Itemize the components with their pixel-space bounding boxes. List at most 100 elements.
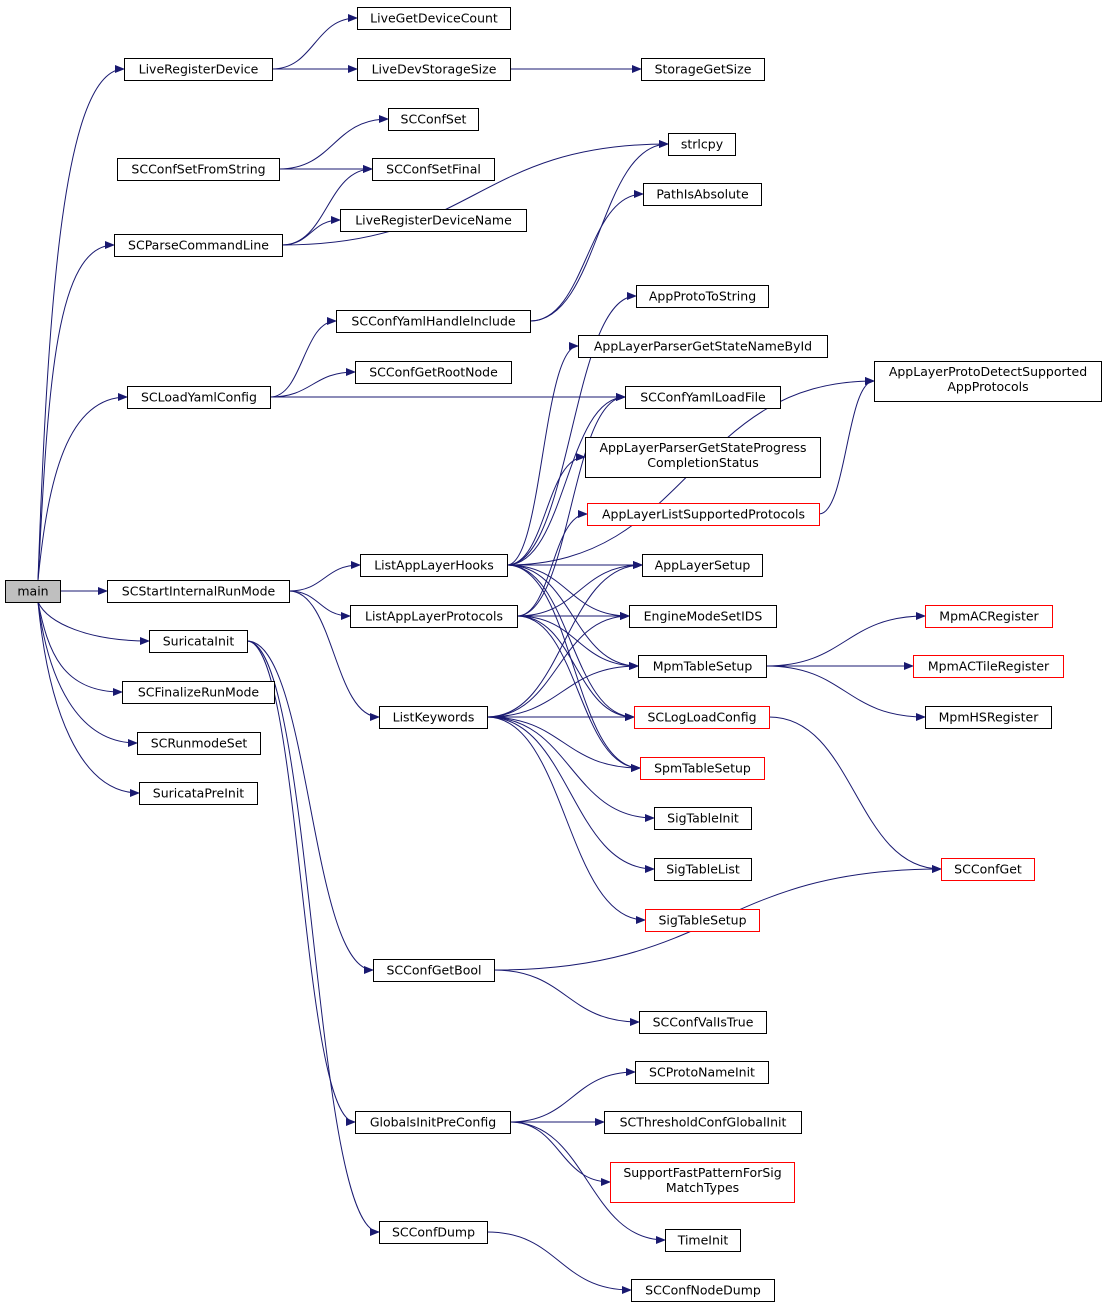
node-box — [127, 386, 271, 409]
node-time-init[interactable]: TimeInit — [665, 1229, 741, 1252]
edge-list_app_layer_hooks-to-scconf_yaml_load_file — [506, 393, 626, 566]
node-scfinalize-run-mode[interactable]: SCFinalizeRunMode — [122, 681, 275, 704]
edge-main-to-live_register_device — [37, 65, 125, 581]
node-scconf-dump[interactable]: SCConfDump — [379, 1221, 488, 1244]
edge-list_app_layer_hooks-to-engine_mode_set_ids — [506, 564, 630, 620]
node-app-layer-parser-get-state-name-by-id[interactable]: AppLayerParserGetStateNameById — [578, 335, 828, 358]
node-scconf-set[interactable]: SCConfSet — [388, 108, 479, 131]
node-scparse-command-line[interactable]: SCParseCommandLine — [114, 234, 283, 257]
node-sclog-load-config[interactable]: SCLogLoadConfig — [634, 706, 770, 729]
edge-scstart_internal_run_mode-to-list_app_layer_hooks — [288, 561, 361, 592]
node-suricata-pre-init[interactable]: SuricataPreInit — [139, 782, 258, 805]
node-list-app-layer-protocols[interactable]: ListAppLayerProtocols — [350, 605, 518, 628]
node-scthreshold-conf-global-init[interactable]: SCThresholdConfGlobalInit — [604, 1111, 802, 1134]
node-app-layer-setup[interactable]: AppLayerSetup — [642, 554, 763, 577]
node-strlcpy[interactable]: strlcpy — [668, 133, 736, 156]
node-label: AppLayerParserGetStateProgress — [599, 440, 806, 455]
node-scconf-node-dump[interactable]: SCConfNodeDump — [631, 1279, 775, 1302]
edge-scload_yaml_config-to-scconf_get_root_node — [269, 368, 356, 398]
node-label: StorageGetSize — [655, 62, 752, 77]
edge-scstart_internal_run_mode-to-list_app_layer_protocols — [288, 590, 351, 620]
node-label: SpmTableSetup — [654, 761, 751, 776]
node-mpm-ac-register[interactable]: MpmACRegister — [925, 605, 1053, 628]
node-label: AppLayerProtoDetectSupported — [889, 364, 1087, 379]
node-label: EngineModeSetIDS — [644, 609, 763, 624]
node-label: SCConfYamlHandleInclude — [351, 314, 515, 329]
node-sig-table-setup[interactable]: SigTableSetup — [645, 909, 760, 932]
node-live-get-device-count[interactable]: LiveGetDeviceCount — [357, 7, 511, 30]
node-label: SCConfGet — [954, 862, 1022, 877]
edge-scload_yaml_config-to-scconf_yaml_handle_include — [269, 317, 337, 398]
node-label: LiveRegisterDeviceName — [355, 213, 512, 228]
node-label: ListAppLayerProtocols — [365, 609, 503, 624]
node-box — [941, 858, 1035, 881]
node-live-register-device-name[interactable]: LiveRegisterDeviceName — [340, 209, 527, 232]
node-app-layer-parser-get-state-progress[interactable]: AppLayerParserGetStateProgressCompletion… — [585, 437, 821, 478]
node-live-register-device[interactable]: LiveRegisterDevice — [124, 58, 273, 81]
node-scconf-get[interactable]: SCConfGet — [941, 858, 1035, 881]
node-box — [639, 1011, 767, 1034]
node-label: strlcpy — [681, 137, 724, 152]
node-label: PathIsAbsolute — [656, 187, 749, 202]
node-scproto-name-init[interactable]: SCProtoNameInit — [635, 1061, 769, 1084]
node-scconf-set-from-string[interactable]: SCConfSetFromString — [117, 158, 280, 181]
node-app-proto-to-string[interactable]: AppProtoToString — [636, 285, 769, 308]
edge-list_app_layer_protocols-to-spm_table_setup — [516, 615, 641, 772]
edge-main-to-suricata_init — [37, 601, 150, 645]
node-label: AppLayerSetup — [655, 558, 751, 573]
node-box — [357, 7, 511, 30]
node-list-app-layer-hooks[interactable]: ListAppLayerHooks — [360, 554, 508, 577]
node-path-is-absolute[interactable]: PathIsAbsolute — [643, 183, 762, 206]
node-label: SCThresholdConfGlobalInit — [620, 1115, 787, 1130]
node-spm-table-setup[interactable]: SpmTableSetup — [640, 757, 765, 780]
node-suricata-init[interactable]: SuricataInit — [149, 630, 248, 653]
node-scconf-get-bool[interactable]: SCConfGetBool — [373, 959, 495, 982]
node-scconf-get-root-node[interactable]: SCConfGetRootNode — [355, 361, 512, 384]
node-scstart-internal-run-mode[interactable]: SCStartInternalRunMode — [107, 580, 290, 603]
node-box — [610, 1162, 795, 1203]
node-scconf-yaml-handle-include[interactable]: SCConfYamlHandleInclude — [336, 310, 531, 333]
node-scconf-set-final[interactable]: SCConfSetFinal — [372, 158, 495, 181]
node-label: SCRunmodeSet — [151, 736, 248, 751]
edge-mpm_table_setup-to-mpm_hs_register — [765, 665, 926, 721]
node-label: TimeInit — [677, 1233, 729, 1248]
node-screnmode-set[interactable]: SCRunmodeSet — [137, 732, 261, 755]
node-label: SCConfDump — [392, 1225, 475, 1240]
edge-list_app_layer_hooks-to-app_layer_parser_get_state_progress — [506, 453, 586, 566]
node-box — [642, 554, 763, 577]
node-mpm-ac-tile-register[interactable]: MpmACTileRegister — [913, 655, 1064, 678]
node-box — [388, 108, 479, 131]
node-sig-table-list[interactable]: SigTableList — [654, 858, 752, 881]
node-sig-table-init[interactable]: SigTableInit — [654, 807, 752, 830]
node-scconf-yaml-load-file[interactable]: SCConfYamlLoadFile — [625, 386, 781, 409]
node-label: AppProtocols — [947, 379, 1028, 394]
node-box — [645, 909, 760, 932]
node-label: MpmHSRegister — [939, 710, 1040, 725]
node-label: AppProtoToString — [649, 289, 756, 304]
node-label: SuricataInit — [163, 634, 235, 649]
node-label: AppLayerListSupportedProtocols — [602, 507, 805, 522]
node-storage-get-size[interactable]: StorageGetSize — [641, 58, 765, 81]
node-live-dev-storage-size[interactable]: LiveDevStorageSize — [357, 58, 511, 81]
node-main[interactable]: main — [5, 580, 61, 603]
node-mpm-table-setup[interactable]: MpmTableSetup — [638, 655, 767, 678]
node-app-layer-list-supported-protocols[interactable]: AppLayerListSupportedProtocols — [587, 503, 820, 526]
node-label: GlobalsInitPreConfig — [370, 1115, 496, 1130]
node-list-keywords[interactable]: ListKeywords — [379, 706, 488, 729]
edge-list_app_layer_protocols-to-app_layer_setup — [516, 561, 643, 617]
edge-layer — [37, 14, 942, 1294]
node-scconf-val-is-true[interactable]: SCConfValIsTrue — [639, 1011, 767, 1034]
node-mpm-hs-register[interactable]: MpmHSRegister — [925, 706, 1052, 729]
node-box — [638, 655, 767, 678]
node-box — [665, 1229, 741, 1252]
node-engine-mode-set-ids[interactable]: EngineModeSetIDS — [629, 605, 777, 628]
node-box — [340, 209, 527, 232]
node-scload-yaml-config[interactable]: SCLoadYamlConfig — [127, 386, 271, 409]
node-globals-init-pre-config[interactable]: GlobalsInitPreConfig — [355, 1111, 511, 1134]
edge-suricata_init-to-scconf_dump — [246, 640, 380, 1236]
edge-list_keywords-to-sig_table_list — [486, 716, 655, 873]
node-label: MpmTableSetup — [653, 659, 753, 674]
node-label: SCConfSetFinal — [386, 162, 481, 177]
